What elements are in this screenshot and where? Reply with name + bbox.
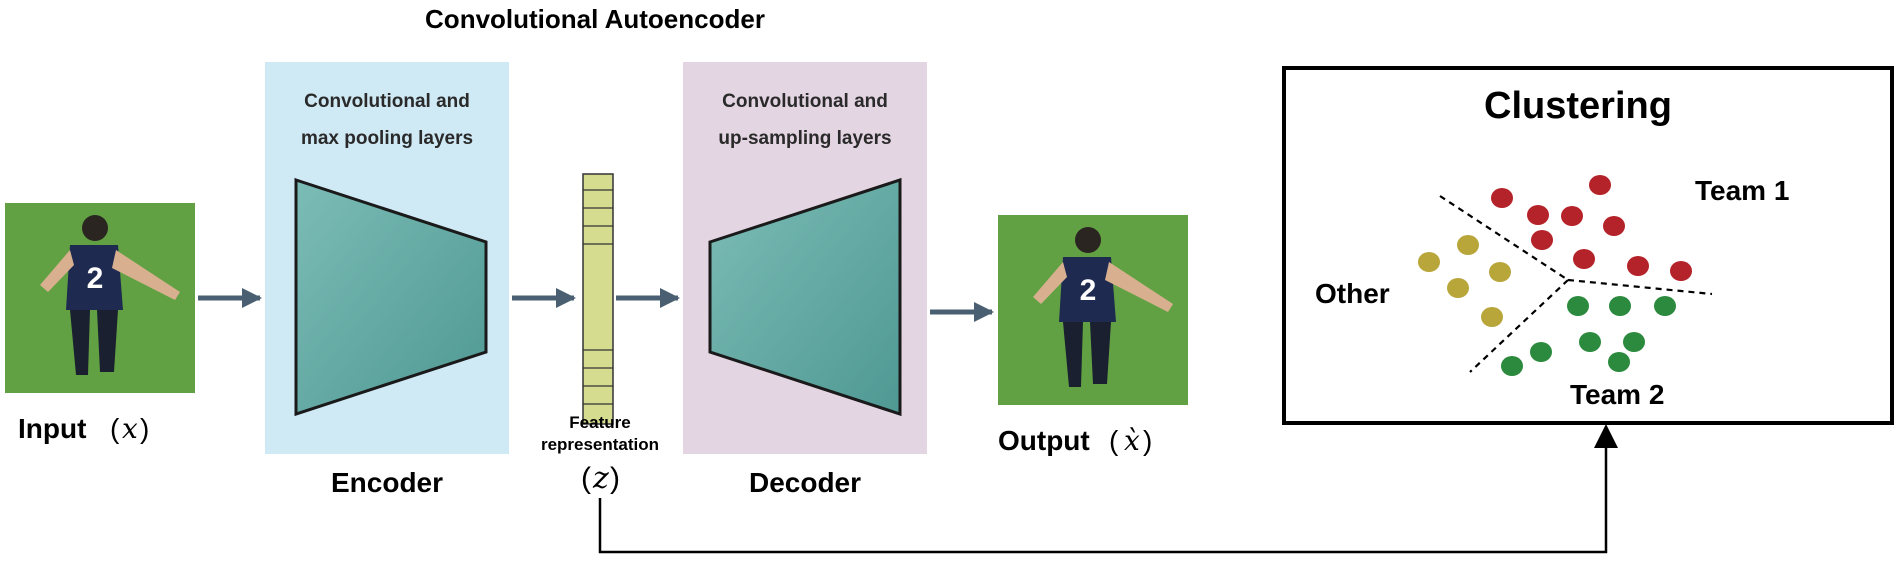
team1-point (1527, 205, 1549, 225)
decoder-layer-text-2: up-sampling layers (718, 128, 891, 149)
team1-points (1491, 175, 1692, 281)
team1-point (1531, 230, 1553, 250)
team2-points (1501, 296, 1676, 376)
output-image: 2 (998, 215, 1188, 405)
encoder-layer-text-2: max pooling layers (301, 128, 473, 149)
team2-point (1623, 332, 1645, 352)
feature-label-line2: representation (541, 435, 659, 454)
output-label: Output (998, 425, 1090, 456)
input-symbol: x (122, 412, 138, 445)
team2-label: Team 2 (1570, 379, 1664, 410)
team2-point (1530, 342, 1552, 362)
output-symbol: x̀ (1124, 424, 1140, 457)
other-points (1418, 235, 1511, 327)
team1-point (1491, 188, 1513, 208)
svg-text:2: 2 (1080, 274, 1097, 307)
decoder-layer-text-1: Convolutional and (722, 91, 888, 112)
player-figure-icon: 2 (1033, 227, 1173, 387)
team2-point (1609, 296, 1631, 316)
cluster-boundaries (1439, 195, 1713, 373)
encoder-trapezoid (294, 177, 488, 417)
other-point (1481, 307, 1503, 327)
feature-to-clustering-arrowhead-icon (1594, 424, 1618, 448)
other-point (1418, 252, 1440, 272)
team1-label: Team 1 (1695, 175, 1789, 206)
feature-symbol-open-paren: ( (581, 462, 591, 495)
decoder-trapezoid (708, 177, 902, 417)
team1-point (1561, 206, 1583, 226)
input-label: Input (18, 413, 86, 444)
output-symbol-open-paren: ( (1109, 425, 1119, 456)
team1-point (1603, 216, 1625, 236)
svg-text:2: 2 (87, 262, 104, 295)
team1-point (1573, 249, 1595, 269)
feature-symbol: z (592, 461, 609, 496)
other-point (1447, 278, 1469, 298)
team2-point (1608, 352, 1630, 372)
team2-point (1501, 356, 1523, 376)
feature-vector-bar (582, 173, 614, 425)
diagram-title: Convolutional Autoencoder (425, 4, 765, 34)
output-symbol-close-paren: ) (1143, 425, 1152, 456)
clustering-box (1282, 66, 1894, 425)
decoder-label: Decoder (749, 467, 861, 498)
feature-to-clustering-connector (598, 438, 1608, 554)
encoder-label: Encoder (331, 467, 443, 498)
player-figure-icon: 2 (40, 215, 180, 375)
team2-point (1654, 296, 1676, 316)
feature-symbol-close-paren: ) (610, 462, 620, 495)
input-symbol-close-paren: ) (140, 413, 149, 444)
input-image: 2 (5, 203, 195, 393)
other-point (1457, 235, 1479, 255)
team1-point (1670, 261, 1692, 281)
other-label: Other (1315, 278, 1390, 309)
team1-point (1589, 175, 1611, 195)
other-point (1489, 262, 1511, 282)
team2-point (1579, 332, 1601, 352)
feature-label-line1: Feature (569, 413, 630, 432)
team2-point (1567, 296, 1589, 316)
encoder-layer-text-1: Convolutional and (304, 91, 470, 112)
clustering-title: Clustering (1484, 85, 1672, 127)
team1-point (1627, 256, 1649, 276)
input-symbol-open-paren: ( (110, 413, 120, 444)
